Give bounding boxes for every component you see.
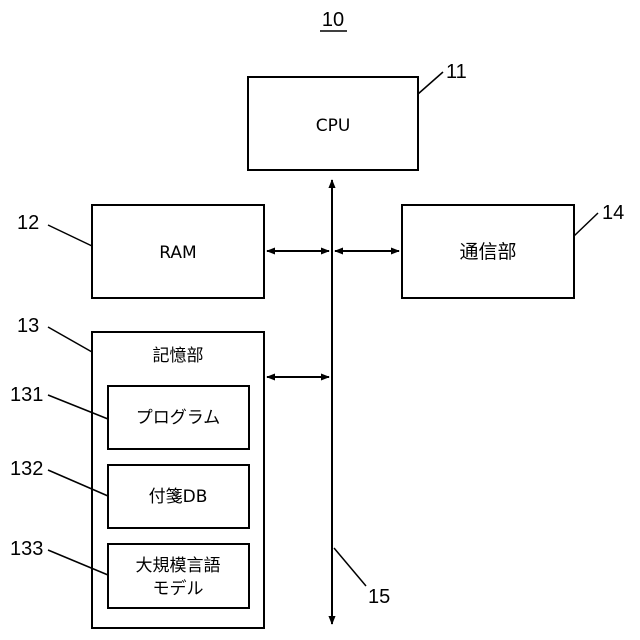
bus-leader-line bbox=[334, 548, 366, 586]
storage-block: 記憶部 13 プログラム 131 付箋DB 132 大規模言語 モデル 133 bbox=[10, 315, 264, 628]
cpu-leader-line bbox=[418, 72, 443, 94]
comm-leader-line bbox=[574, 213, 598, 236]
cpu-block: CPU 11 bbox=[248, 61, 467, 170]
figure-label: 10 bbox=[320, 9, 347, 31]
program-block: プログラム 131 bbox=[10, 384, 249, 449]
ram-label: RAM bbox=[159, 243, 196, 263]
storage-label: 記憶部 bbox=[153, 346, 204, 366]
comm-label: 通信部 bbox=[459, 241, 516, 263]
program-ref: 131 bbox=[10, 384, 43, 406]
llm-ref: 133 bbox=[10, 538, 43, 560]
llm-label-line-2: モデル bbox=[153, 578, 204, 599]
bus-ref: 15 bbox=[368, 586, 390, 608]
cpu-ref: 11 bbox=[446, 61, 467, 83]
llm-block: 大規模言語 モデル 133 bbox=[10, 538, 249, 608]
sticky-note-db-block: 付箋DB 132 bbox=[10, 458, 249, 528]
sticky-note-db-ref: 132 bbox=[10, 458, 43, 480]
storage-leader-line bbox=[48, 327, 92, 352]
figure-ref: 10 bbox=[322, 9, 344, 31]
storage-ref: 13 bbox=[17, 315, 39, 337]
ram-block: RAM 12 bbox=[17, 205, 264, 298]
ram-leader-line bbox=[48, 225, 92, 246]
ram-ref: 12 bbox=[17, 212, 39, 234]
sticky-note-db-label: 付箋DB bbox=[149, 487, 208, 507]
comm-ref: 14 bbox=[602, 202, 624, 224]
llm-label-line-1: 大規模言語 bbox=[136, 556, 221, 576]
comm-block: 通信部 14 bbox=[402, 202, 624, 298]
cpu-label: CPU bbox=[316, 116, 351, 136]
program-label: プログラム bbox=[136, 408, 221, 428]
